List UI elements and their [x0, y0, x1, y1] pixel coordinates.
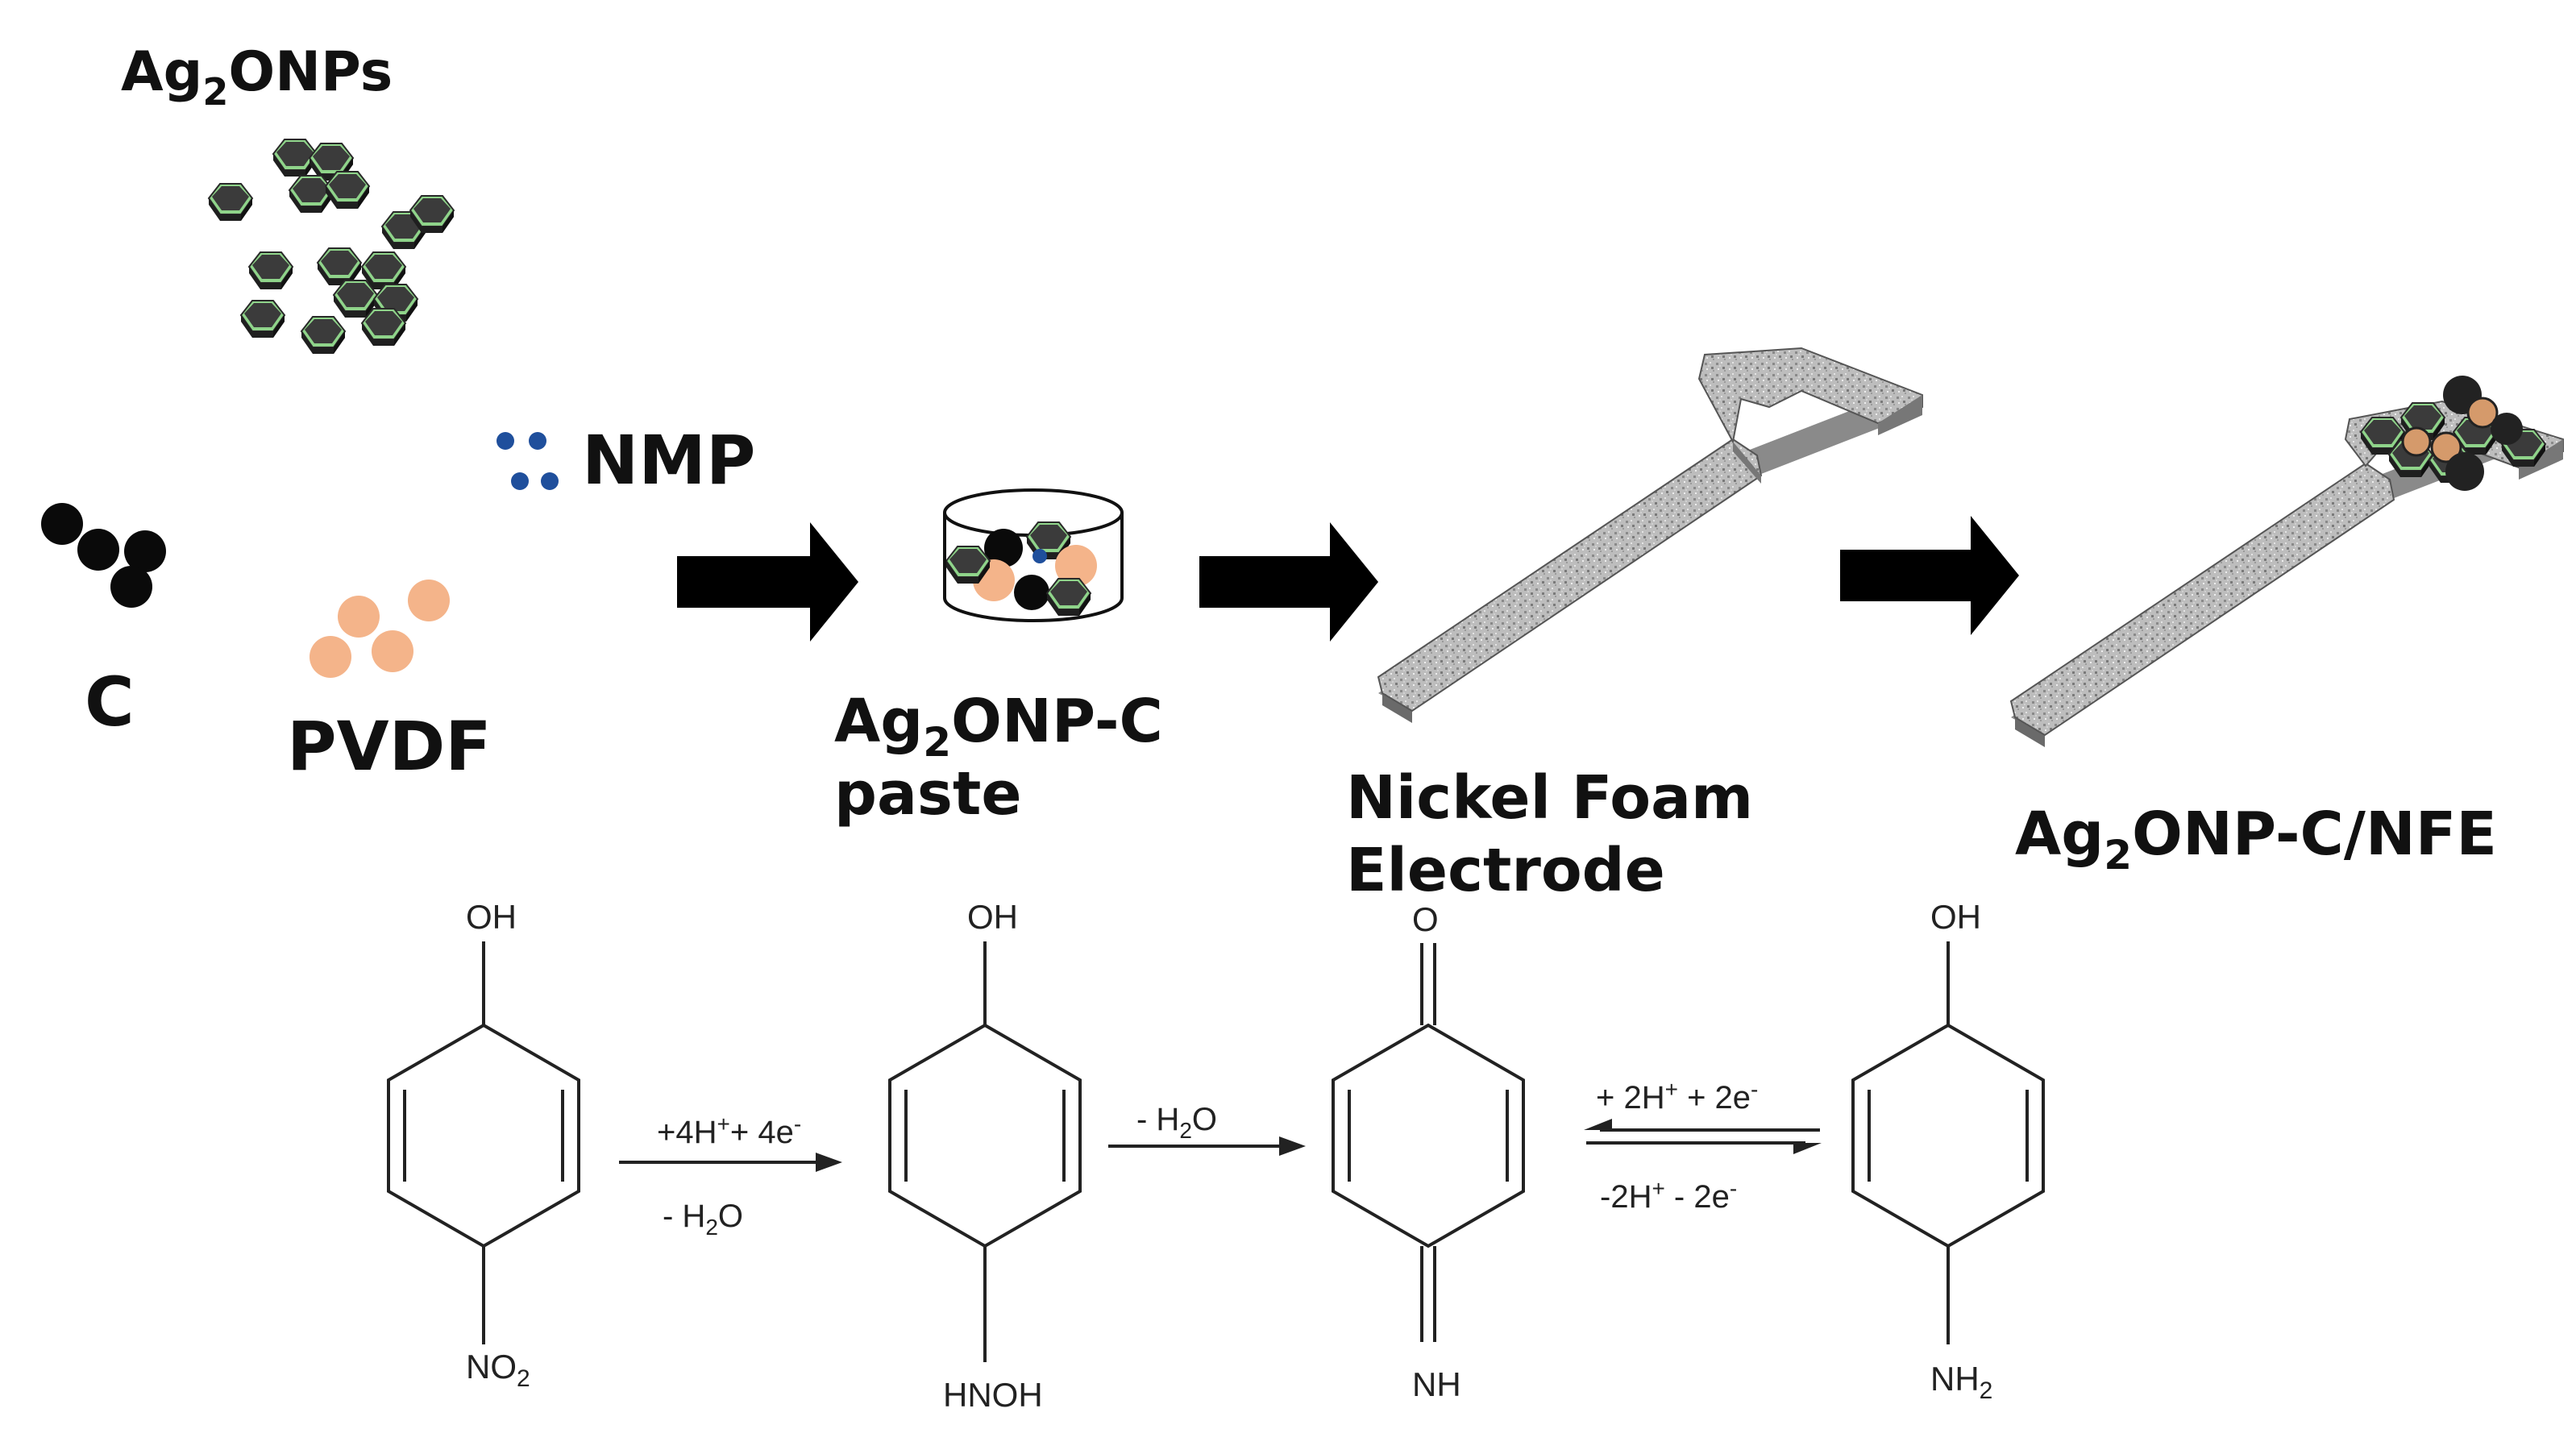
m2-top-label: OH — [967, 898, 1018, 936]
process-arrow-3 — [1840, 516, 2019, 635]
nanoparticle — [325, 171, 370, 210]
step3-below-label: -2H+ - 2e- — [1600, 1176, 1737, 1215]
step2-above-label: - H2O — [1136, 1102, 1217, 1143]
paste-pre: Ag — [834, 687, 923, 756]
m4-top-label: OH — [1930, 898, 1981, 936]
m4-bottom-label: NH2 — [1930, 1360, 1992, 1404]
nanoparticle — [208, 183, 253, 222]
nanoparticle — [240, 300, 285, 339]
m4-bottom-pre: NH — [1930, 1360, 1980, 1398]
step1-below-post: O — [718, 1199, 743, 1234]
m1-bottom-pre: NO — [466, 1348, 517, 1386]
step1-below-label: - H2O — [663, 1199, 743, 1240]
nickel-label-line2: Electrode — [1346, 836, 1665, 905]
m1-bottom-label: NO2 — [466, 1348, 530, 1392]
nmp-label: NMP — [582, 421, 755, 500]
reaction-arrow-2: - H2O — [1108, 1102, 1306, 1156]
final-sub: 2 — [2104, 832, 2132, 879]
molecule-hydroxylaminophenol: OH HNOH — [888, 898, 1082, 1414]
ag2onps-sub: 2 — [202, 70, 228, 114]
molecule-quinone-imine: O NH — [1332, 900, 1525, 1403]
m1-bottom-sub: 2 — [517, 1365, 530, 1392]
molecule-4-nitrophenol: OH NO2 — [387, 898, 580, 1392]
ag2onps-post: ONPs — [228, 40, 393, 104]
ag2o-nanoparticle-cluster — [208, 139, 455, 355]
modified-electrode — [2009, 376, 2564, 747]
nanoparticle — [248, 251, 293, 290]
step1-above-label: +4H++ 4e- — [657, 1111, 801, 1150]
final-electrode-label: Ag2ONP-C/NFE — [2015, 800, 2497, 879]
molecule-4-aminophenol: OH NH2 — [1851, 898, 2045, 1404]
step1-below-pre: - H — [663, 1199, 705, 1234]
nickel-foam-electrode — [1377, 347, 1923, 723]
step3-below-b: + — [1652, 1176, 1664, 1201]
step1-b: + — [717, 1111, 730, 1136]
step3-above-a: + 2H — [1596, 1080, 1665, 1116]
step3-above-b: + — [1665, 1077, 1678, 1102]
reaction-arrow-1: +4H++ 4e- - H2O — [619, 1111, 842, 1240]
step1-below-sub: 2 — [705, 1215, 718, 1240]
nanoparticle — [289, 175, 334, 214]
paste-label-line1: Ag2ONP-C — [834, 687, 1163, 766]
m4-bottom-sub: 2 — [1980, 1377, 1993, 1404]
carbon-particles — [41, 503, 166, 608]
nanoparticle — [1046, 578, 1091, 617]
ag2onps-label: Ag2ONPs — [121, 40, 393, 114]
m2-bottom-label: HNOH — [943, 1376, 1043, 1414]
step2-post: O — [1192, 1102, 1217, 1137]
step2-sub: 2 — [1179, 1118, 1192, 1143]
paste-dish — [943, 488, 1124, 622]
m3-bottom-label: NH — [1412, 1365, 1461, 1403]
nanoparticle — [301, 316, 346, 355]
step3-below-a: -2H — [1600, 1179, 1652, 1215]
reaction-equilibrium-arrows: + 2H+ + 2e- -2H+ - 2e- — [1584, 1077, 1822, 1215]
carbon-label: C — [85, 663, 135, 742]
step3-below-c: - 2e — [1665, 1179, 1730, 1215]
paste-post: ONP-C — [951, 687, 1163, 756]
step3-above-c: + 2e — [1678, 1080, 1751, 1116]
pvdf-particles — [310, 580, 450, 678]
step3-above-d: - — [1751, 1077, 1758, 1102]
reaction-scheme: OH NO2 +4H++ 4e- - H2O OH — [387, 898, 2045, 1414]
m3-top-label: O — [1412, 900, 1439, 938]
m1-top-label: OH — [466, 898, 517, 936]
process-arrow-2 — [1199, 522, 1378, 642]
ag2onps-pre: Ag — [121, 40, 202, 104]
step2-pre: - H — [1136, 1102, 1179, 1137]
nmp-dots — [497, 432, 559, 490]
final-post: ONP-C/NFE — [2132, 800, 2497, 869]
step1-c: + 4e — [730, 1115, 794, 1150]
paste-sub: 2 — [923, 719, 951, 766]
step3-below-d: - — [1730, 1176, 1737, 1201]
process-arrow-1 — [677, 522, 858, 642]
paste-label-line2: paste — [834, 759, 1022, 829]
nickel-label-line1: Nickel Foam — [1346, 763, 1753, 833]
step1-d: - — [794, 1111, 801, 1136]
final-pre: Ag — [2015, 800, 2104, 869]
nanoparticle — [361, 308, 406, 347]
step1-a: +4H — [657, 1115, 717, 1150]
step3-above-label: + 2H+ + 2e- — [1596, 1077, 1758, 1116]
pvdf-label: PVDF — [287, 707, 492, 786]
